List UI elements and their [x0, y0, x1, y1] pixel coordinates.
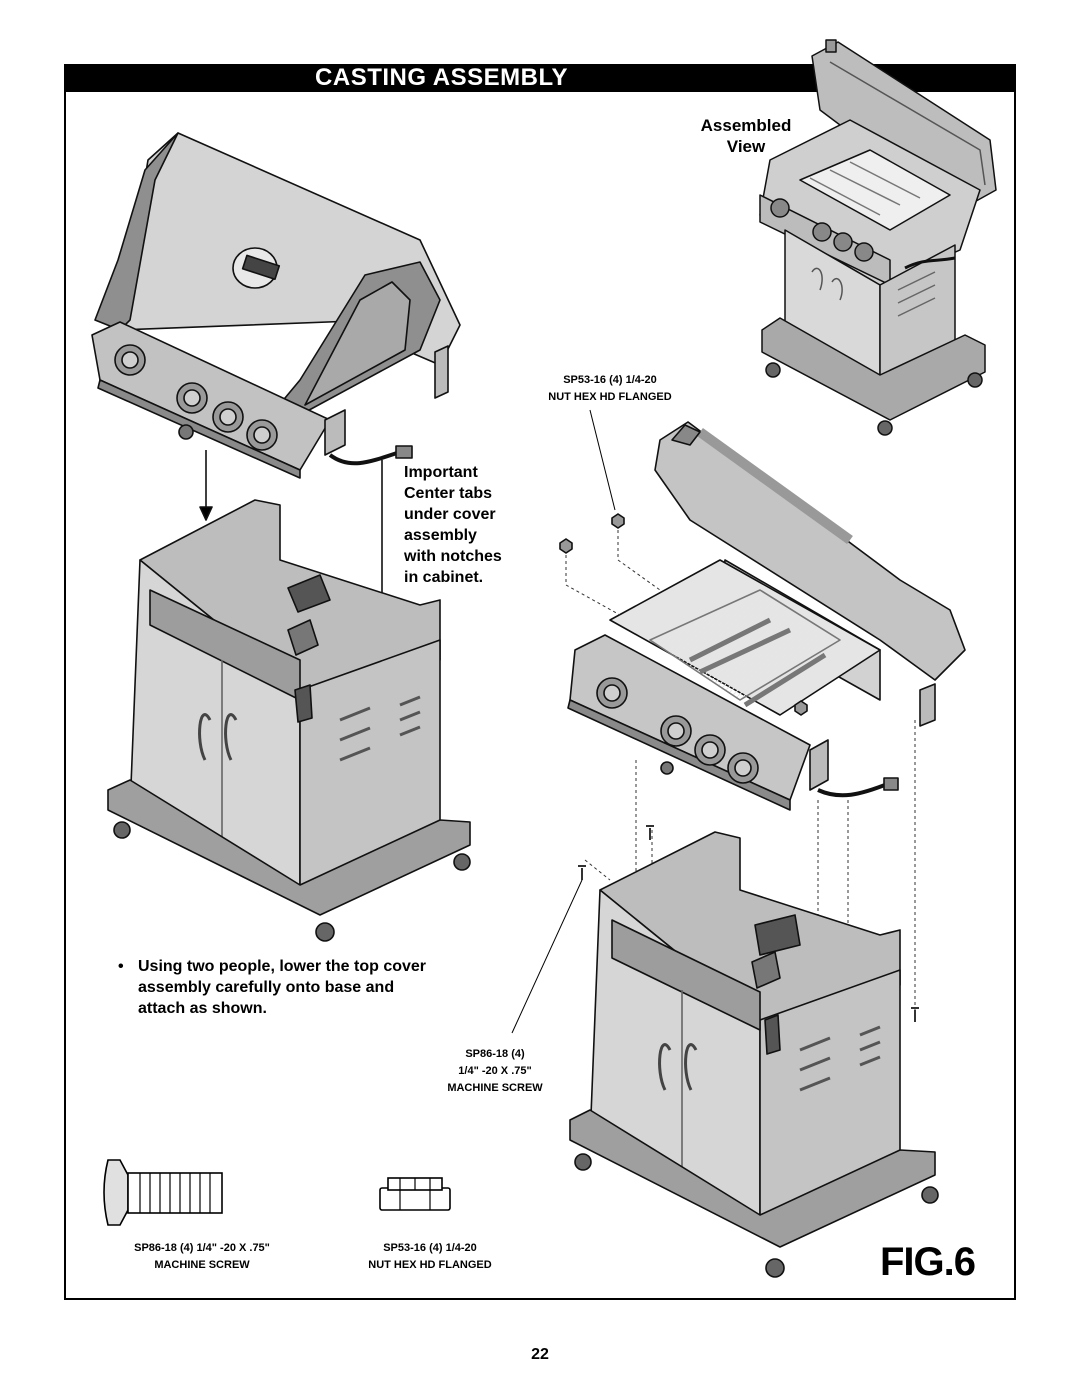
- instruction-text: Using two people, lower the top cover as…: [138, 956, 483, 1019]
- important-note-line: under cover: [404, 506, 496, 523]
- assembled-view-line2: View: [726, 137, 766, 156]
- screw-caption-part: SP86-18 (4) 1/4" -20 X .75": [134, 1242, 270, 1254]
- page-title: CASTING ASSEMBLY: [315, 64, 568, 91]
- important-note-line: Important: [404, 464, 478, 481]
- flanged-nut-detail: [379, 1177, 451, 1211]
- exploded-base-cabinet-drawing: [569, 831, 939, 1278]
- figure-label: FIG.6: [880, 1240, 976, 1284]
- assembled-view-label: Assembled View: [680, 115, 812, 157]
- screw-callout: SP86-18 (4) 1/4" -20 X .75" MACHINE SCRE…: [420, 1046, 570, 1097]
- nut-caption-desc: NUT HEX HD FLANGED: [368, 1259, 492, 1271]
- top-cover-assembly-drawing: [91, 132, 461, 625]
- screw-caption: SP86-18 (4) 1/4" -20 X .75" MACHINE SCRE…: [92, 1240, 312, 1274]
- instruction-line: Using two people, lower the top cover: [138, 958, 427, 975]
- assembled-view-line1: Assembled: [700, 116, 792, 135]
- page-number: 22: [531, 1346, 549, 1363]
- nut-callout-desc: NUT HEX HD FLANGED: [548, 391, 672, 403]
- screw-callout-size: 1/4" -20 X .75": [458, 1065, 532, 1077]
- important-note-line: Center tabs: [404, 485, 493, 502]
- exploded-grill-head-drawing: [559, 421, 966, 1052]
- assembled-grill-drawing: [759, 39, 997, 436]
- important-note-line: assembly: [404, 527, 477, 544]
- nut-caption: SP53-16 (4) 1/4-20 NUT HEX HD FLANGED: [330, 1240, 530, 1274]
- important-note-line: in cabinet.: [404, 569, 484, 586]
- screw-callout-desc: MACHINE SCREW: [447, 1082, 543, 1094]
- base-cabinet-drawing: [107, 499, 471, 942]
- instruction-line: assembly carefully onto base and: [138, 979, 395, 996]
- important-note: Important Center tabs under cover assemb…: [404, 462, 534, 588]
- instruction-line: attach as shown.: [138, 1000, 267, 1017]
- machine-screw-detail: [103, 1159, 223, 1226]
- bullet-dot: •: [118, 958, 124, 975]
- nut-caption-part: SP53-16 (4) 1/4-20: [383, 1242, 477, 1254]
- nut-callout: SP53-16 (4) 1/4-20 NUT HEX HD FLANGED: [520, 372, 700, 406]
- important-note-line: with notches: [404, 548, 502, 565]
- screw-callout-part: SP86-18 (4): [465, 1048, 525, 1060]
- nut-callout-part: SP53-16 (4) 1/4-20: [563, 374, 657, 386]
- screw-caption-desc: MACHINE SCREW: [154, 1259, 250, 1271]
